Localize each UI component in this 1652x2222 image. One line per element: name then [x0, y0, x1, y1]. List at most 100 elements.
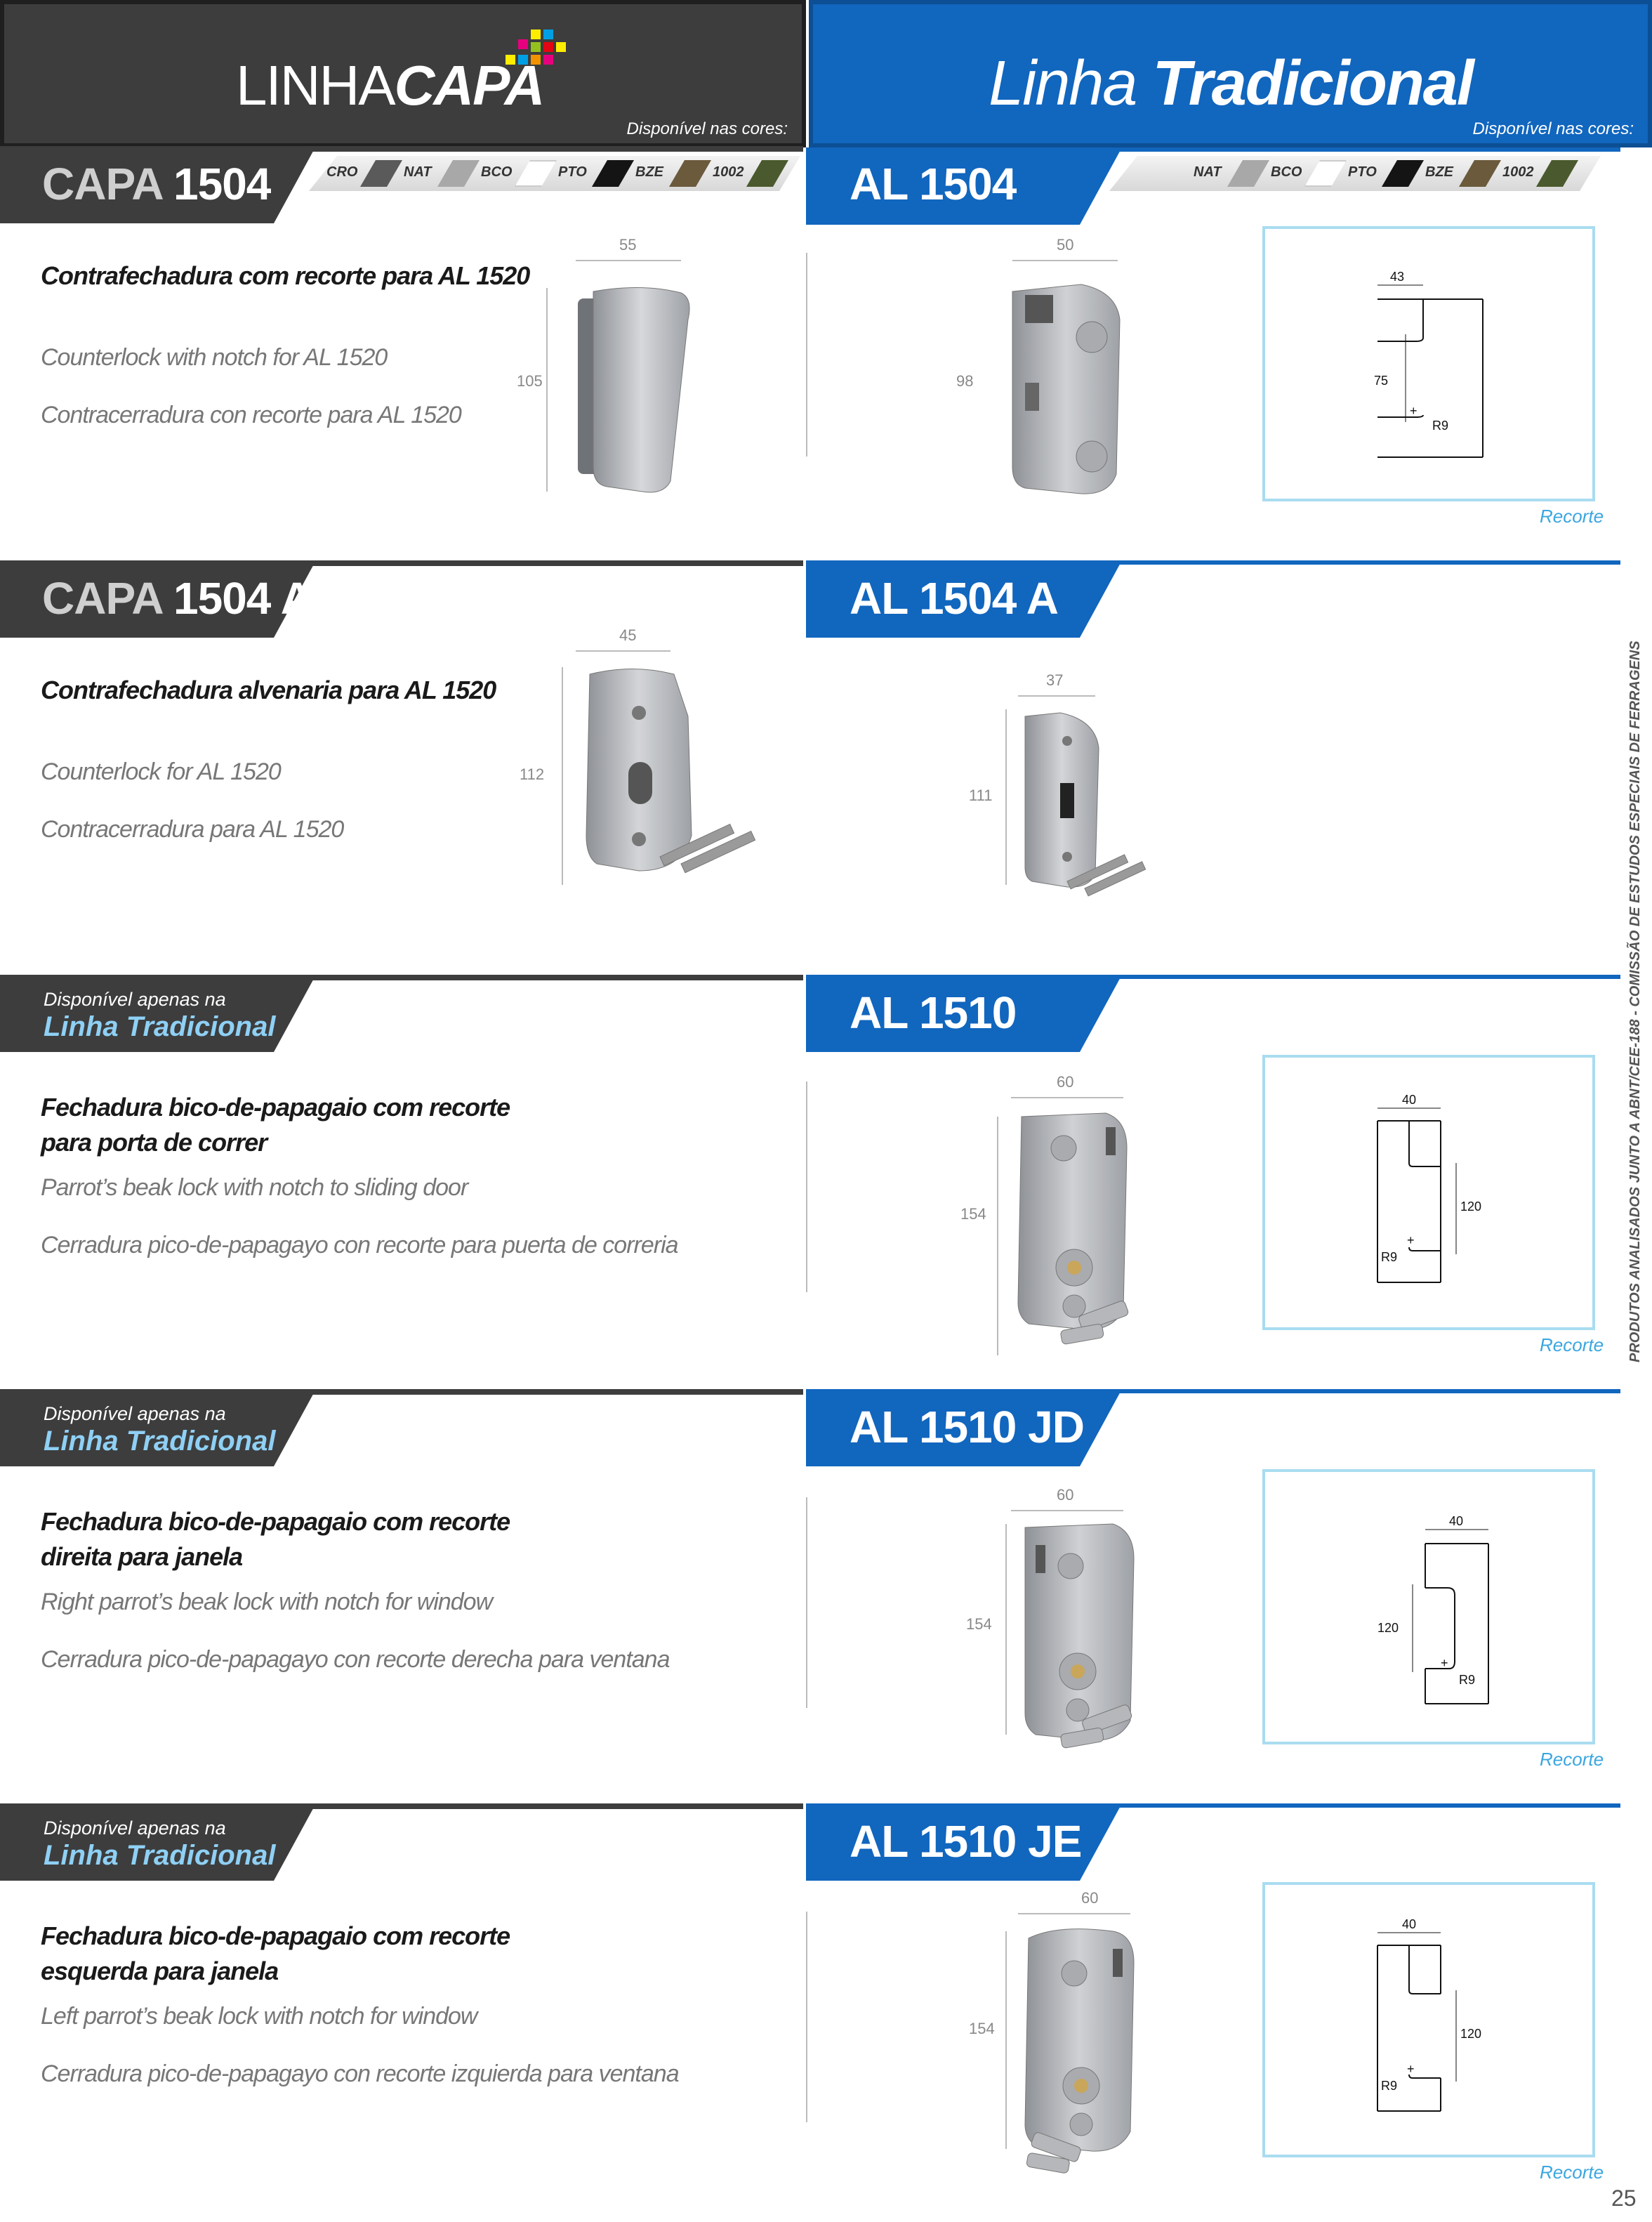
color-swatch — [669, 160, 711, 187]
description-pt-line-2: esquerda para janela — [41, 1957, 279, 1985]
description-pt-line-2: direita para janela — [41, 1542, 243, 1571]
recorte-height: 120 — [1460, 1199, 1481, 1214]
only-available-line: Linha Tradicional — [44, 1840, 276, 1871]
width-dimension: 60 — [1057, 1486, 1074, 1504]
only-tradicional-bar — [0, 1803, 316, 1881]
recorte-height: 120 — [1377, 1621, 1399, 1635]
description-pt: Contrafechadura alvenaria para AL 1520 — [41, 676, 496, 704]
logo-bold-text: Tradicional — [1152, 48, 1474, 119]
height-dimension-line — [997, 1117, 998, 1355]
title-prefix: AL — [850, 987, 908, 1038]
height-dimension: 154 — [969, 2020, 995, 2037]
width-dimension-line — [1018, 1913, 1130, 1914]
color-swatch — [437, 160, 480, 187]
color-code-label: BZE — [635, 164, 663, 180]
description-pt-line-1: Fechadura bico-de-papagaio com recorte — [41, 1093, 510, 1122]
only-available-label: Disponível apenas na — [44, 989, 226, 1010]
divider — [806, 975, 1620, 979]
color-code-label: BZE — [1425, 164, 1453, 180]
width-dimension-line — [1011, 1510, 1123, 1511]
title-bar-al-1510 — [806, 975, 1122, 1052]
width-dimension-line — [576, 260, 681, 261]
product-image-capa-1504 — [578, 287, 690, 493]
product-image-capa-1504-a — [586, 669, 756, 874]
height-dimension-line — [1005, 709, 1007, 885]
title-bar-al-1510-jd — [806, 1389, 1122, 1466]
color-swatch — [746, 160, 788, 187]
color-code-label: PTO — [558, 164, 587, 180]
title-bar-al-1510-je — [806, 1803, 1122, 1881]
product-image-al-1510-jd — [1024, 1523, 1135, 1749]
product-title-al-1504: AL 1504 — [850, 158, 1017, 210]
divider — [0, 146, 803, 152]
height-dimension-line — [806, 253, 807, 456]
title-code: 1504 A — [173, 573, 313, 624]
recorte-label: Recorte — [1540, 506, 1604, 527]
title-bar-al-1504 — [806, 147, 1122, 225]
width-dimension: 45 — [619, 626, 637, 644]
description-es: Contracerradura con recorte para AL 1520 — [41, 402, 462, 428]
title-prefix: AL — [850, 573, 908, 624]
color-swatch — [1536, 160, 1578, 187]
recorte-width: 40 — [1402, 1093, 1416, 1107]
divider — [0, 560, 803, 566]
height-dimension: 154 — [966, 1615, 992, 1633]
color-swatch — [592, 160, 634, 187]
title-prefix: CAPA — [42, 159, 162, 209]
recorte-radius: R9 — [1459, 1673, 1475, 1687]
description-es: Contracerradura para AL 1520 — [41, 816, 344, 843]
description-pt-line-2: para porta de correr — [41, 1128, 267, 1157]
width-dimension: 55 — [619, 236, 637, 254]
color-code-label: BCO — [1271, 164, 1302, 180]
svg-text:+: + — [1410, 404, 1418, 418]
header-linha-tradicional: Linha Tradicional Disponível nas cores: — [809, 0, 1652, 147]
description-en: Left parrot’s beak lock with notch for w… — [41, 2003, 477, 2030]
width-dimension-line — [1012, 260, 1118, 261]
height-dimension: 112 — [520, 765, 545, 783]
product-image-al-1510-je — [1024, 1928, 1135, 2174]
height-dimension: 111 — [969, 787, 993, 804]
product-title-al-1510-je: AL 1510 JE — [850, 1815, 1082, 1867]
color-code-label: NAT — [1194, 164, 1222, 180]
divider — [806, 147, 1620, 152]
color-code-label: PTO — [1348, 164, 1377, 180]
recorte-drawing-box: 40 120 R9 + — [1262, 1469, 1595, 1744]
description-en: Counterlock with notch for AL 1520 — [41, 344, 388, 371]
linha-tradicional-logo: Linha Tradicional — [813, 48, 1648, 120]
recorte-radius: R9 — [1381, 2079, 1397, 2093]
product-image-al-1504-a — [1024, 712, 1147, 897]
description-es: Cerradura pico-de-papagayo con recorte i… — [41, 2060, 680, 2087]
recorte-drawing: 40 120 R9 + — [1377, 1917, 1481, 2112]
color-mosaic-icon — [505, 29, 566, 65]
title-bar-al-1504-a — [806, 560, 1122, 638]
description-en: Counterlock for AL 1520 — [41, 758, 282, 785]
title-code: 1504 — [173, 159, 271, 209]
color-swatch — [1459, 160, 1501, 187]
title-prefix: AL — [850, 1402, 908, 1452]
color-code-label: 1002 — [713, 164, 744, 180]
color-swatch — [1382, 160, 1424, 187]
only-available-label: Disponível apenas na — [44, 1817, 226, 1839]
recorte-width: 40 — [1402, 1917, 1416, 1931]
title-code: 1510 JD — [918, 1402, 1085, 1452]
tradicional-available-label: Disponível nas cores: — [1472, 119, 1634, 138]
width-dimension: 50 — [1057, 236, 1074, 254]
title-bar-capa-1504 — [0, 146, 316, 223]
description-en: Right parrot’s beak lock with notch for … — [41, 1589, 493, 1615]
color-code-label: NAT — [404, 164, 432, 180]
product-image-al-1510 — [1017, 1112, 1129, 1345]
title-prefix: AL — [850, 1816, 908, 1867]
color-swatch — [1304, 160, 1347, 187]
title-code: 1510 JE — [918, 1816, 1082, 1867]
tradicional-color-strip — [1109, 156, 1601, 191]
svg-text:+: + — [1441, 1656, 1448, 1670]
product-title-al-1510: AL 1510 — [850, 987, 1017, 1039]
height-dimension-line — [1005, 1524, 1007, 1735]
recorte-radius: R9 — [1432, 419, 1448, 433]
product-title-al-1504-a: AL 1504 A — [850, 572, 1059, 624]
divider — [806, 1389, 1620, 1393]
